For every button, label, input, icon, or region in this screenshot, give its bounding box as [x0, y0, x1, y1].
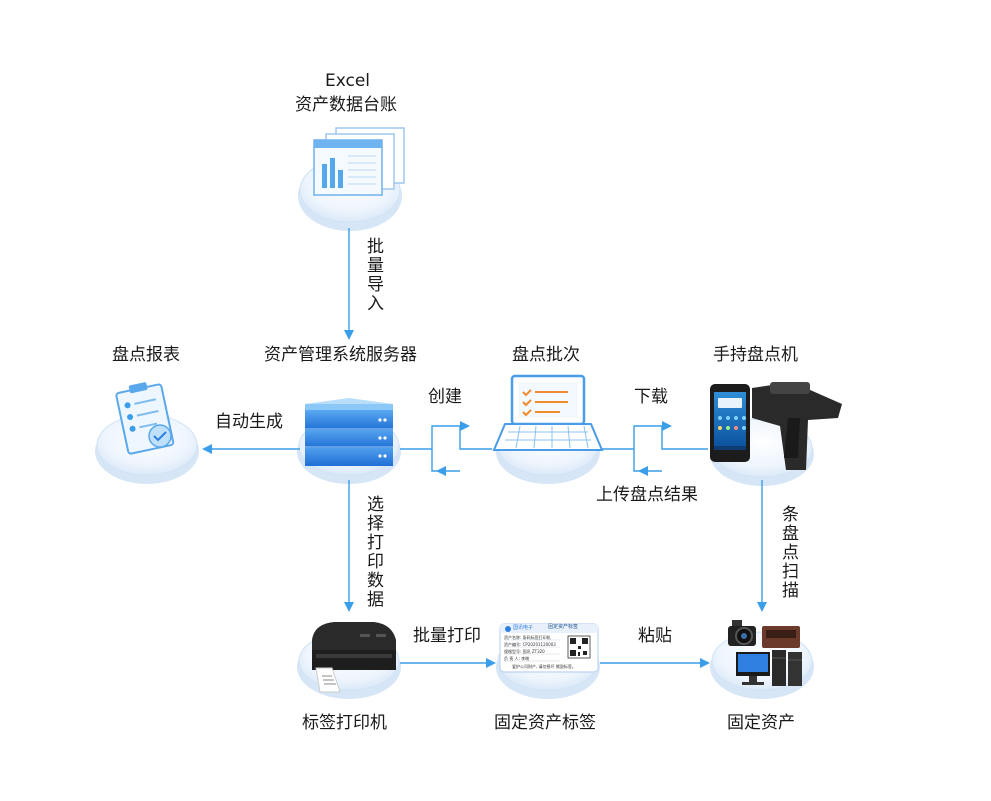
edge-label-create: 创建 [428, 387, 462, 407]
edge-label-batch-import: 批量导入 [363, 237, 383, 313]
asset-tag-heading: 固定资产标签 [548, 624, 579, 630]
assets-title: 固定资产 [727, 713, 795, 733]
handheld-title: 手持盘点机 [713, 345, 798, 365]
label-printer-icon [312, 622, 396, 693]
arrow-download [602, 425, 708, 450]
report-clipboard-icon [115, 382, 175, 455]
asset-tag-footer: 爱护公司财产, 请勿损坏 撕毁标签。 [512, 664, 576, 669]
spreadsheet-icon [313, 127, 405, 196]
edge-label-upload: 上传盘点结果 [596, 485, 698, 505]
asset-tag-row-3: 规格型号: 国讯 ZT320 [504, 649, 545, 654]
server-stack-icon [305, 398, 393, 466]
arrow-create [400, 425, 492, 450]
asset-tag-logo-text: 国讯电子 [513, 625, 534, 631]
edge-label-batch-print: 批量打印 [413, 626, 481, 646]
excel-title-line1: Excel [325, 71, 371, 91]
asset-tag-row-2: 资产编号: CP20201120003 [504, 642, 556, 647]
server-title: 资产管理系统服务器 [264, 345, 417, 365]
laptop-icon [492, 374, 604, 451]
batch-title: 盘点批次 [512, 345, 580, 365]
arrows [202, 228, 767, 668]
edge-label-select-print: 选择打印数据 [363, 495, 383, 609]
arrow-upload [633, 449, 662, 472]
handheld-terminal-icon [710, 382, 842, 470]
asset-tag-row-1: 资产名称: 条码标签打印机 [504, 635, 551, 640]
label-title: 固定资产标签 [494, 713, 596, 733]
printer-title: 标签打印机 [302, 713, 387, 733]
edge-label-download: 下载 [634, 387, 668, 407]
asset-tag-card [499, 623, 599, 673]
edge-label-paste: 粘贴 [638, 626, 672, 646]
report-title: 盘点报表 [112, 345, 180, 365]
arrow-create-return [431, 449, 460, 472]
edge-label-scan: 条盘点扫描 [778, 505, 798, 600]
fixed-assets-icon [728, 620, 802, 686]
edge-label-auto-generate: 自动生成 [215, 412, 283, 432]
excel-title-line2: 资产数据台账 [295, 95, 397, 115]
asset-tag-row-4: 负 责 人: 李晓 [504, 656, 530, 661]
